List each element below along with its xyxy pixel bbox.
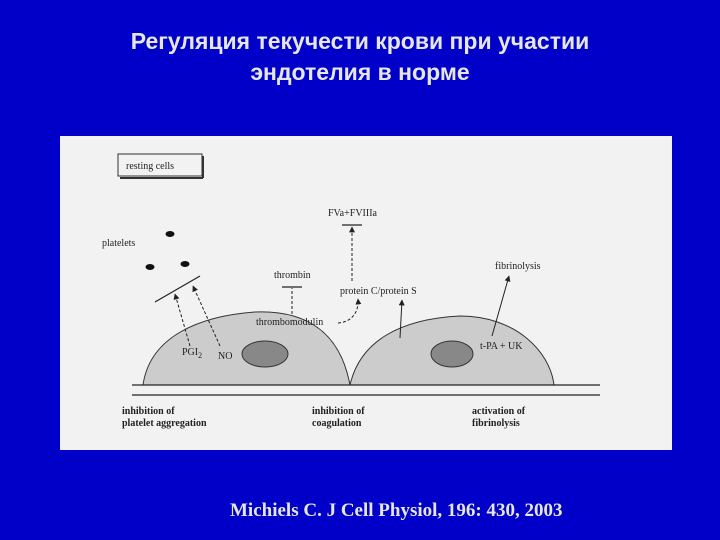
resting-cells-label: resting cells [126,161,174,172]
figure-panel: resting cells platelets PGI2 NO thrombin… [60,136,672,450]
thrombomodulin-to-protein-arrow [337,298,362,324]
fibrinolysis-arrow [491,275,511,337]
title-line-2: эндотелия в норме [250,59,470,85]
pgi2-arrow [173,293,191,347]
bottom-right-line-1: activation of [472,406,526,417]
platelet-1 [165,231,175,237]
platelet-3 [180,261,190,267]
protein-c-s-arrow [398,299,405,339]
bottom-mid-line-2: coagulation [312,418,362,429]
fibrinolysis-label: fibrinolysis [495,261,541,272]
platelets-label: platelets [102,238,135,249]
pgi2-label: PGI2 [182,347,202,360]
bottom-left-line-1: inhibition of [122,406,175,417]
thrombomodulin-label: thrombomodulin [256,317,323,328]
citation: Michiels C. J Cell Physiol, 196: 430, 20… [230,500,563,521]
pgi2-label-text: PGI [182,347,198,358]
fva-fviiia-label: FVa+FVIIIa [328,208,378,219]
nucleus-right [430,340,474,368]
platelet-inhibition-bar [154,275,201,303]
nucleus-left [241,340,289,368]
platelet-2 [145,264,155,270]
no-arrow [192,285,221,347]
title-line-1: Регуляция текучести крови при участии [130,28,590,54]
pgi2-subscript: 2 [198,351,202,360]
bottom-mid-line-1: inhibition of [312,406,365,417]
thrombin-label: thrombin [274,270,311,281]
protein-c-s-label: protein C/protein S [340,286,417,297]
bottom-right-line-2: fibrinolysis [472,418,520,429]
endothelium-diagram: resting cells platelets PGI2 NO thrombin… [102,153,600,429]
bottom-left-line-2: platelet aggregation [122,418,207,429]
no-label: NO [218,351,232,362]
tpa-uk-label: t-PA + UK [480,341,523,352]
slide-title: Регуляция текучести крови при участии эн… [0,26,720,88]
